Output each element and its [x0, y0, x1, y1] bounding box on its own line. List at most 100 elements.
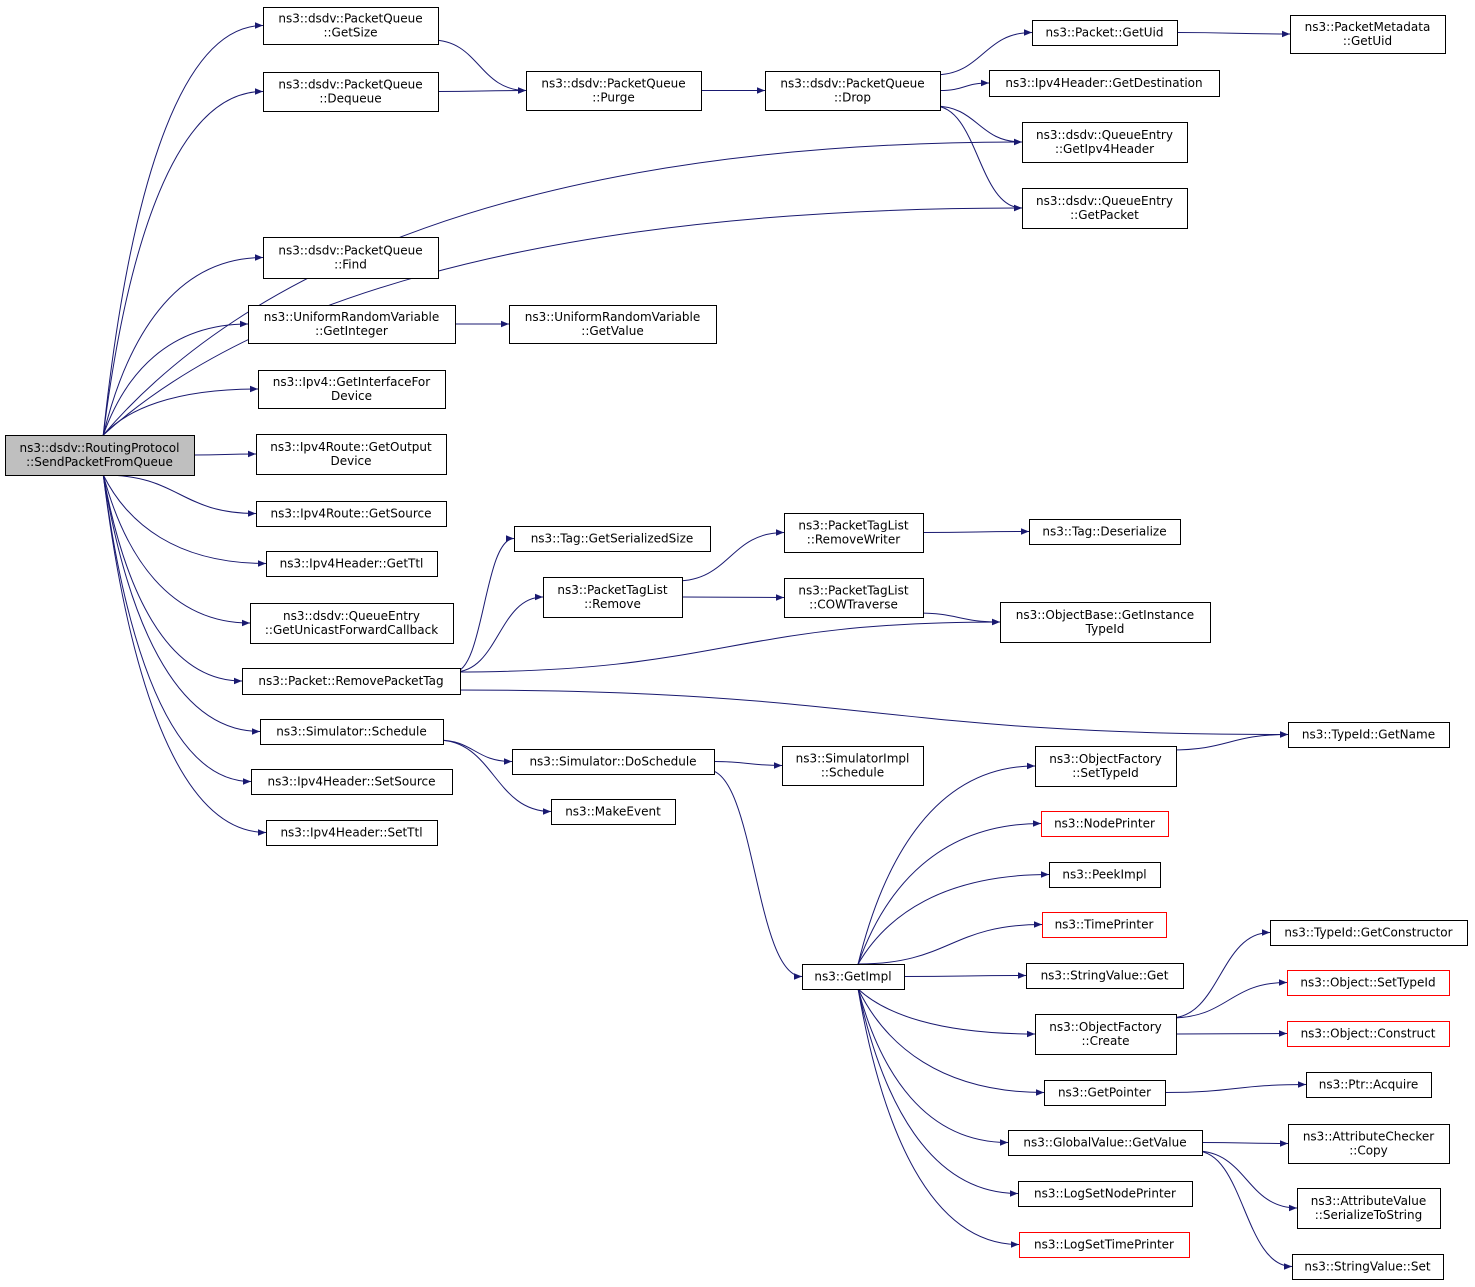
- node-label-line: TypeId: [1085, 622, 1125, 636]
- node-nodeprinter[interactable]: ns3::NodePrinter: [1041, 811, 1169, 837]
- node-label-line: ::Create: [1082, 1034, 1130, 1048]
- node-timeprinter[interactable]: ns3::TimePrinter: [1042, 912, 1167, 938]
- node-label-line: ::Copy: [1349, 1144, 1388, 1158]
- node-label-line: ::SerializeToString: [1315, 1208, 1423, 1222]
- node-label-line: ns3::Ptr::Acquire: [1319, 1078, 1419, 1092]
- node-pq-dequeue[interactable]: ns3::dsdv::PacketQueue::Dequeue: [263, 72, 439, 112]
- node-tag-deserialize[interactable]: ns3::Tag::Deserialize: [1029, 519, 1181, 545]
- node-ipv4header-getttl[interactable]: ns3::Ipv4Header::GetTtl: [266, 551, 438, 577]
- node-logsetnodeprinter[interactable]: ns3::LogSetNodePrinter: [1018, 1181, 1193, 1207]
- node-label-line: ns3::Ipv4::GetInterfaceFor: [273, 375, 430, 389]
- node-label-line: ns3::dsdv::PacketQueue: [541, 77, 685, 91]
- node-label-line: ns3::dsdv::RoutingProtocol: [20, 441, 180, 455]
- node-makeevent[interactable]: ns3::MakeEvent: [551, 799, 676, 825]
- node-simulator-schedule[interactable]: ns3::Simulator::Schedule: [260, 719, 444, 745]
- node-label-line: ns3::PacketTagList: [798, 519, 908, 533]
- node-send-packet-from-queue[interactable]: ns3::dsdv::RoutingProtocol::SendPacketFr…: [5, 435, 195, 476]
- node-object-settypeid[interactable]: ns3::Object::SetTypeId: [1287, 970, 1450, 996]
- node-label-line: ::GetUid: [1343, 34, 1392, 48]
- node-objectfactory-settypeid[interactable]: ns3::ObjectFactory::SetTypeId: [1035, 746, 1177, 787]
- node-label-line: ::Dequeue: [319, 92, 381, 106]
- node-attributevalue-serializetostring[interactable]: ns3::AttributeValue::SerializeToString: [1297, 1188, 1441, 1229]
- node-label-line: ns3::UniformRandomVariable: [525, 310, 701, 324]
- node-packettaglist-removewriter[interactable]: ns3::PacketTagList::RemoveWriter: [784, 513, 924, 553]
- node-typeid-getconstructor[interactable]: ns3::TypeId::GetConstructor: [1270, 920, 1468, 946]
- edge-getimpl-to-stringvalue-get: [903, 972, 1027, 979]
- node-urv-getinteger[interactable]: ns3::UniformRandomVariable::GetInteger: [248, 305, 456, 344]
- node-urv-getvalue[interactable]: ns3::UniformRandomVariable::GetValue: [509, 305, 717, 344]
- node-label-line: ns3::Object::SetTypeId: [1300, 976, 1435, 990]
- node-typeid-getname[interactable]: ns3::TypeId::GetName: [1288, 722, 1450, 748]
- node-packettaglist-remove[interactable]: ns3::PacketTagList::Remove: [543, 577, 683, 618]
- node-box: [765, 71, 941, 111]
- node-label-line: ns3::Packet::GetUid: [1045, 26, 1163, 40]
- node-stringvalue-get[interactable]: ns3::StringValue::Get: [1026, 963, 1184, 989]
- node-stringvalue-set[interactable]: ns3::StringValue::Set: [1292, 1254, 1444, 1280]
- node-getimpl[interactable]: ns3::GetImpl: [802, 964, 905, 990]
- node-packet-getuid[interactable]: ns3::Packet::GetUid: [1032, 20, 1178, 46]
- node-packetmetadata-getuid[interactable]: ns3::PacketMetadata::GetUid: [1290, 15, 1446, 54]
- edge-pq-drop-to-packet-getuid: [933, 29, 1033, 76]
- node-label-line: ns3::AttributeChecker: [1303, 1130, 1434, 1144]
- nodes-layer: ns3::dsdv::RoutingProtocol::SendPacketFr…: [5, 7, 1468, 1280]
- node-tag-getserializedsize[interactable]: ns3::Tag::GetSerializedSize: [514, 526, 711, 552]
- node-object-construct[interactable]: ns3::Object::Construct: [1287, 1021, 1450, 1047]
- node-peekimpl[interactable]: ns3::PeekImpl: [1049, 862, 1161, 888]
- edge-simulator-doschedule-to-simulatorimpl-schedule: [713, 761, 783, 769]
- node-label-line: ns3::MakeEvent: [565, 805, 661, 819]
- node-packettaglist-cowtraverse[interactable]: ns3::PacketTagList::COWTraverse: [784, 578, 924, 618]
- node-packet-removepackettag[interactable]: ns3::Packet::RemovePacketTag: [242, 668, 461, 695]
- node-label-line: ns3::StringValue::Get: [1041, 969, 1169, 983]
- node-getpointer[interactable]: ns3::GetPointer: [1044, 1080, 1166, 1106]
- node-label-line: ::SendPacketFromQueue: [26, 455, 173, 469]
- node-logsettimeprinter[interactable]: ns3::LogSetTimePrinter: [1019, 1232, 1190, 1258]
- node-qe-getpacket[interactable]: ns3::dsdv::QueueEntry::GetPacket: [1022, 188, 1188, 229]
- node-pq-drop[interactable]: ns3::dsdv::PacketQueue::Drop: [765, 71, 941, 111]
- node-qe-getunicastforwardcallback[interactable]: ns3::dsdv::QueueEntry::GetUnicastForward…: [250, 603, 454, 644]
- node-ipv4header-setttl[interactable]: ns3::Ipv4Header::SetTtl: [266, 820, 438, 846]
- node-label-line: ns3::PacketTagList: [798, 584, 908, 598]
- node-qe-getipv4header[interactable]: ns3::dsdv::QueueEntry::GetIpv4Header: [1022, 122, 1188, 163]
- edge-pq-drop-to-qe-getpacket: [933, 105, 1023, 212]
- node-globalvalue-getvalue[interactable]: ns3::GlobalValue::GetValue: [1008, 1130, 1203, 1156]
- node-box: [1022, 122, 1188, 163]
- node-label-line: ::GetUnicastForwardCallback: [265, 623, 438, 637]
- node-label-line: ns3::ObjectBase::GetInstance: [1016, 608, 1194, 622]
- node-attributechecker-copy[interactable]: ns3::AttributeChecker::Copy: [1288, 1124, 1450, 1164]
- node-label-line: ns3::Simulator::DoSchedule: [529, 755, 696, 769]
- node-box: [989, 70, 1220, 97]
- node-pq-find[interactable]: ns3::dsdv::PacketQueue::Find: [263, 237, 439, 279]
- node-simulator-doschedule[interactable]: ns3::Simulator::DoSchedule: [512, 749, 715, 775]
- edge-send-packet-from-queue-to-pq-find: [102, 254, 264, 436]
- node-box: [1041, 811, 1169, 837]
- edge-getimpl-to-getpointer: [857, 988, 1045, 1096]
- node-label-line: ns3::dsdv::PacketQueue: [780, 77, 924, 91]
- node-objectfactory-create[interactable]: ns3::ObjectFactory::Create: [1035, 1014, 1177, 1055]
- edge-getimpl-to-timeprinter: [858, 921, 1043, 965]
- node-ipv4route-getsource[interactable]: ns3::Ipv4Route::GetSource: [256, 501, 447, 527]
- node-label-line: ns3::Tag::Deserialize: [1042, 525, 1166, 539]
- edge-getpointer-to-ptr-acquire: [1164, 1081, 1307, 1093]
- node-pq-getsize[interactable]: ns3::dsdv::PacketQueue::GetSize: [263, 7, 439, 45]
- node-label-line: ns3::dsdv::PacketQueue: [278, 244, 422, 258]
- edge-pq-drop-to-ipv4header-getdestination: [939, 79, 990, 91]
- node-ipv4header-getdestination[interactable]: ns3::Ipv4Header::GetDestination: [989, 70, 1220, 97]
- node-box: [1035, 746, 1177, 787]
- edge-simulator-schedule-to-makeevent: [436, 739, 552, 815]
- edge-objectfactory-settypeid-to-typeid-getname: [1169, 731, 1289, 751]
- node-box: [1019, 1232, 1190, 1258]
- node-box: [5, 435, 195, 476]
- node-box: [242, 668, 461, 695]
- node-label-line: ns3::Simulator::Schedule: [276, 725, 427, 739]
- node-ipv4header-setsource[interactable]: ns3::Ipv4Header::SetSource: [251, 769, 453, 795]
- node-box: [784, 578, 924, 618]
- node-box: [1042, 912, 1167, 938]
- node-label-line: ns3::Ipv4Route::GetSource: [271, 507, 432, 521]
- node-simulatorimpl-schedule[interactable]: ns3::SimulatorImpl::Schedule: [782, 746, 924, 786]
- node-pq-purge[interactable]: ns3::dsdv::PacketQueue::Purge: [526, 71, 702, 111]
- node-ptr-acquire[interactable]: ns3::Ptr::Acquire: [1306, 1072, 1432, 1098]
